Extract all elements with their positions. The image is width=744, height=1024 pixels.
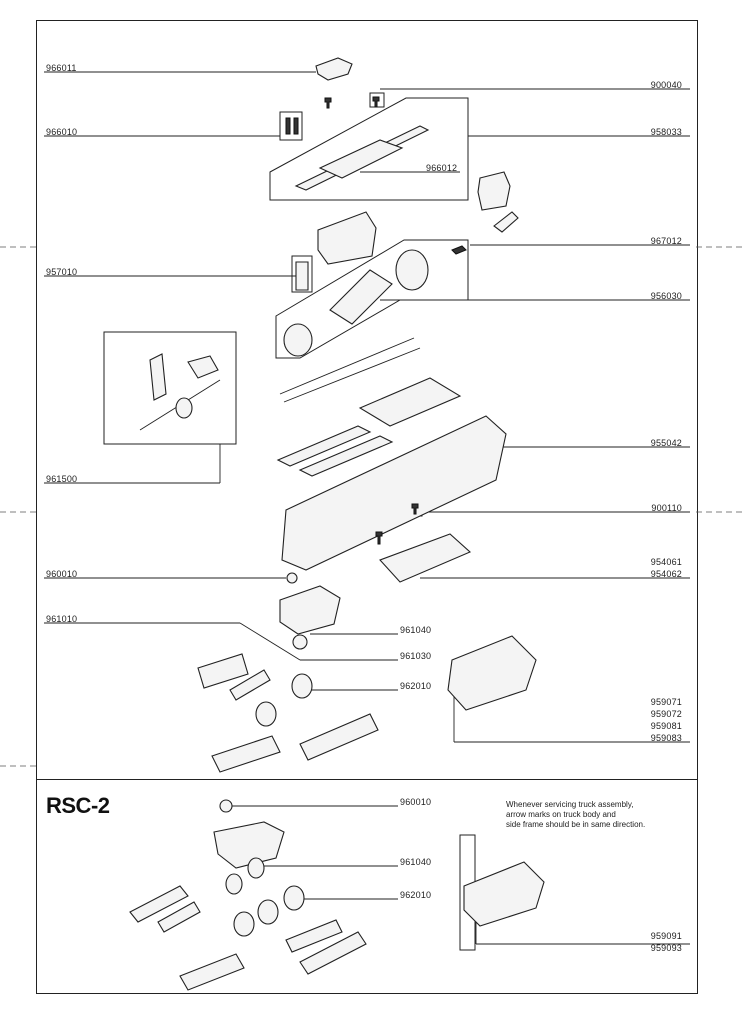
- gear-961040: [292, 634, 308, 650]
- clips-966010-icon: [285, 117, 299, 135]
- fuel-tank-954061: [379, 533, 472, 583]
- wheelset-962010-b: [255, 701, 277, 727]
- truck-assembly-959071: [447, 635, 537, 711]
- section-divider: [36, 779, 697, 780]
- part-label-955042: 955042: [650, 438, 682, 448]
- diagram-frame: [36, 20, 698, 994]
- bracket-box-957010: [291, 255, 313, 293]
- rsc2-gear-housing: [213, 821, 285, 869]
- screw-900110-icon: [411, 503, 419, 515]
- light-bulb: [493, 211, 519, 233]
- part-label-900040: 900040: [650, 80, 682, 90]
- bracket-957010: [295, 261, 309, 291]
- part-label-966012: 966012: [426, 163, 458, 173]
- rsc2-side-frame-3: [179, 953, 245, 991]
- gear-961040: [247, 857, 265, 879]
- part-label-959072: 959072: [650, 709, 682, 719]
- wheelset-962010: [283, 885, 305, 911]
- truck-gear-housing: [279, 585, 341, 635]
- part-label-954062: 954062: [650, 569, 682, 579]
- rsc2-part-label-959091: 959091: [650, 931, 682, 941]
- wheelset-962010-c: [233, 911, 255, 937]
- side-frame-right: [299, 713, 379, 761]
- rsc2-part-label-960010: 960010: [400, 797, 432, 807]
- part-label-954061: 954061: [650, 557, 682, 567]
- rsc2-side-frame-2: [299, 931, 367, 975]
- part-label-961040: 961040: [400, 625, 432, 635]
- motor-956030: [329, 269, 393, 325]
- screw-900040-icon: [372, 96, 380, 108]
- part-label-962010: 962010: [400, 681, 432, 691]
- side-frame-left: [211, 735, 281, 773]
- note-line: arrow marks on truck body and: [506, 810, 616, 819]
- flywheel-rear: [395, 249, 429, 291]
- worm-gear: [175, 397, 193, 419]
- gear-961040-b: [225, 873, 243, 895]
- leader-lines: [0, 71, 744, 767]
- worm-bracket: [149, 353, 167, 401]
- part-label-967012: 967012: [650, 236, 682, 246]
- part-label-959083: 959083: [650, 733, 682, 743]
- worm-bearing: [187, 355, 219, 379]
- truck-bar: [229, 669, 271, 701]
- clip-966011: [315, 57, 353, 81]
- rsc2-truck-bar: [157, 901, 201, 933]
- rsc2-part-label-961040: 961040: [400, 857, 432, 867]
- side-frame-961010: [197, 653, 249, 689]
- rsc2-truck-box: [459, 834, 476, 951]
- clip-967012: [451, 245, 467, 255]
- light-bracket: [477, 171, 511, 211]
- rsc2-service-note: Whenever servicing truck assembly, arrow…: [506, 800, 696, 830]
- nut-960010: [286, 572, 298, 584]
- rail-right: [298, 435, 394, 477]
- wheelset-962010-b: [257, 899, 279, 925]
- rsc2-truck-bar-b: [285, 919, 343, 953]
- part-label-956030: 956030: [650, 291, 682, 301]
- note-line: Whenever servicing truck assembly,: [506, 800, 634, 809]
- rsc2-side-frame-1: [129, 885, 189, 923]
- decoder-chip-area: [318, 139, 404, 179]
- flywheel-front: [283, 323, 313, 357]
- chassis-955042: [281, 415, 507, 571]
- part-label-959081: 959081: [650, 721, 682, 731]
- part-label-961030: 961030: [400, 651, 432, 661]
- part-label-966011: 966011: [46, 63, 77, 73]
- part-label-961500: 961500: [46, 474, 78, 484]
- screw-icon: [375, 531, 383, 545]
- part-label-958033: 958033: [650, 127, 682, 137]
- part-label-966010: 966010: [46, 127, 78, 137]
- part-label-960010: 960010: [46, 569, 78, 579]
- rail-upper: [358, 377, 462, 427]
- rsc2-truck-assembly-959091: [463, 861, 545, 927]
- motor-mount: [317, 211, 377, 265]
- worm-assembly-box: [103, 331, 237, 445]
- wheelset-962010: [291, 673, 313, 699]
- nut-960010: [219, 799, 233, 813]
- parts: [139, 57, 537, 773]
- screw-icon: [324, 97, 332, 109]
- motor-box: [275, 239, 469, 359]
- part-label-900110: 900110: [651, 503, 682, 513]
- decoder-board-box: [269, 97, 469, 201]
- part-label-961010: 961010: [46, 614, 78, 624]
- clip-box-966010: [279, 111, 303, 141]
- rsc2-parts: [129, 799, 545, 991]
- part-label-959071: 959071: [650, 697, 682, 707]
- rsc2-title: RSC-2: [46, 793, 110, 818]
- rail-left: [276, 425, 372, 467]
- rsc2-part-label-962010: 962010: [400, 890, 432, 900]
- note-line: side frame should be in same direction.: [506, 820, 646, 829]
- part-label-957010: 957010: [46, 267, 78, 277]
- rsc2-part-label-959093: 959093: [650, 943, 682, 953]
